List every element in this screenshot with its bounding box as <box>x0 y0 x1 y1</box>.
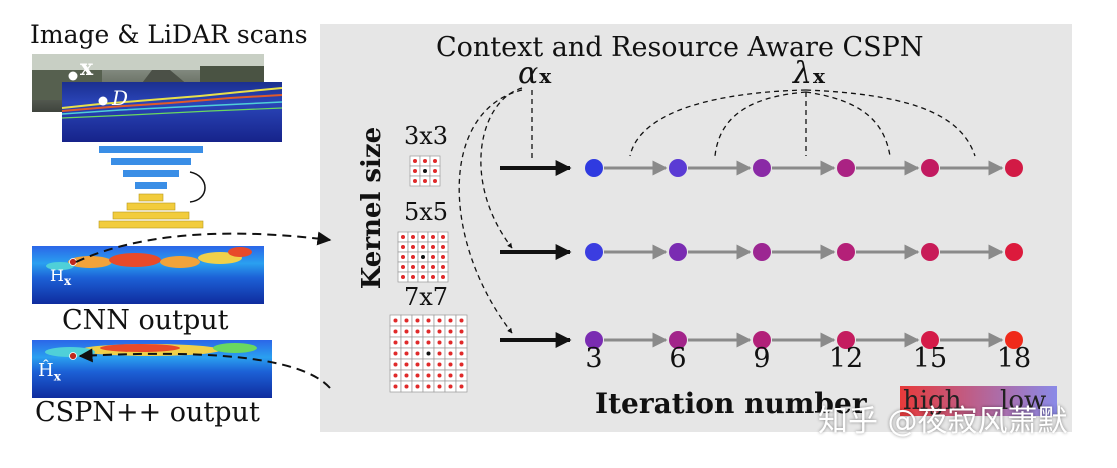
alpha-symbol: α <box>518 56 539 91</box>
lambda-connectors <box>629 89 976 157</box>
encoder-decoder <box>98 146 206 229</box>
tick-3: 3 <box>585 343 603 374</box>
cspn-hx-subscript: x <box>53 369 61 384</box>
alpha-subscript: x <box>539 64 552 88</box>
row1-node-1 <box>585 159 603 177</box>
cnn-output-label: CNN output <box>62 305 229 336</box>
kernel-grid-7x7 <box>389 314 468 393</box>
row2-node-4 <box>837 243 855 261</box>
alpha-label: αx <box>518 56 551 91</box>
rgb-point <box>68 71 78 81</box>
tick-6: 6 <box>669 343 687 374</box>
cspn-to-output-arrow <box>78 348 331 389</box>
cspn-output-map <box>32 340 272 398</box>
row3-node-4 <box>837 331 855 349</box>
row3-node-3 <box>753 331 771 349</box>
cspn-hx-symbol: Ĥ <box>38 360 54 381</box>
kernel-grid-3x3 <box>409 155 441 187</box>
lidar-point-label: D <box>112 86 129 110</box>
cspn-output-label: CSPN++ output <box>35 397 260 428</box>
cnn-hx-symbol: H <box>50 266 64 285</box>
tick-12: 12 <box>828 343 864 374</box>
iteration-rows <box>585 159 1023 349</box>
lidar-image <box>61 82 283 142</box>
row1-node-6 <box>1005 159 1023 177</box>
row2-node-6 <box>1005 243 1023 261</box>
kernel-label-7x7: 7x7 <box>404 283 449 311</box>
rgb-point-label: x <box>80 55 94 81</box>
row1-node-5 <box>921 159 939 177</box>
row3-node-1 <box>585 331 603 349</box>
row1-node-3 <box>753 159 771 177</box>
lambda-symbol: λ <box>793 56 813 91</box>
row2-node-5 <box>921 243 939 261</box>
kernel-grid-5x5 <box>397 231 449 283</box>
legend-low-label: low <box>1000 386 1047 416</box>
input-title: Image & LiDAR scans <box>30 20 308 49</box>
cspn-title: Context and Resource Aware CSPN <box>436 32 924 63</box>
kernel-label-3x3: 3x3 <box>404 122 449 150</box>
cspn-point <box>69 352 77 360</box>
kernel-size-label: Kernel size <box>357 126 387 290</box>
row2-node-3 <box>753 243 771 261</box>
cnn-point <box>69 258 77 266</box>
tick-9: 9 <box>753 343 771 374</box>
row1-node-2 <box>669 159 687 177</box>
row3-node-6 <box>1005 331 1023 349</box>
legend-high-label: high <box>903 386 962 416</box>
row3-node-5 <box>921 331 939 349</box>
cnn-hx-subscript: x <box>63 274 72 289</box>
alpha-connectors <box>458 87 533 334</box>
cnn-to-cspn-arrow <box>75 231 332 263</box>
kernel-grids <box>389 155 468 393</box>
row1-node-4 <box>837 159 855 177</box>
lidar-point <box>98 96 108 106</box>
iteration-number-label: Iteration number <box>595 387 867 420</box>
row3-node-2 <box>669 331 687 349</box>
tick-18: 18 <box>996 343 1032 374</box>
cspn-hx-label: Ĥx <box>38 360 61 384</box>
row2-node-2 <box>669 243 687 261</box>
kernel-label-5x5: 5x5 <box>404 198 449 226</box>
lambda-subscript: x <box>813 64 825 88</box>
row2-node-1 <box>585 243 603 261</box>
cnn-output-map <box>32 246 264 304</box>
tick-15: 15 <box>912 343 948 374</box>
lambda-label: λx <box>793 56 825 91</box>
cnn-hx-label: Hx <box>50 266 71 288</box>
legend-gradient <box>900 386 1057 416</box>
watermark: 知乎 @夜寂风萧默 <box>818 404 1068 439</box>
